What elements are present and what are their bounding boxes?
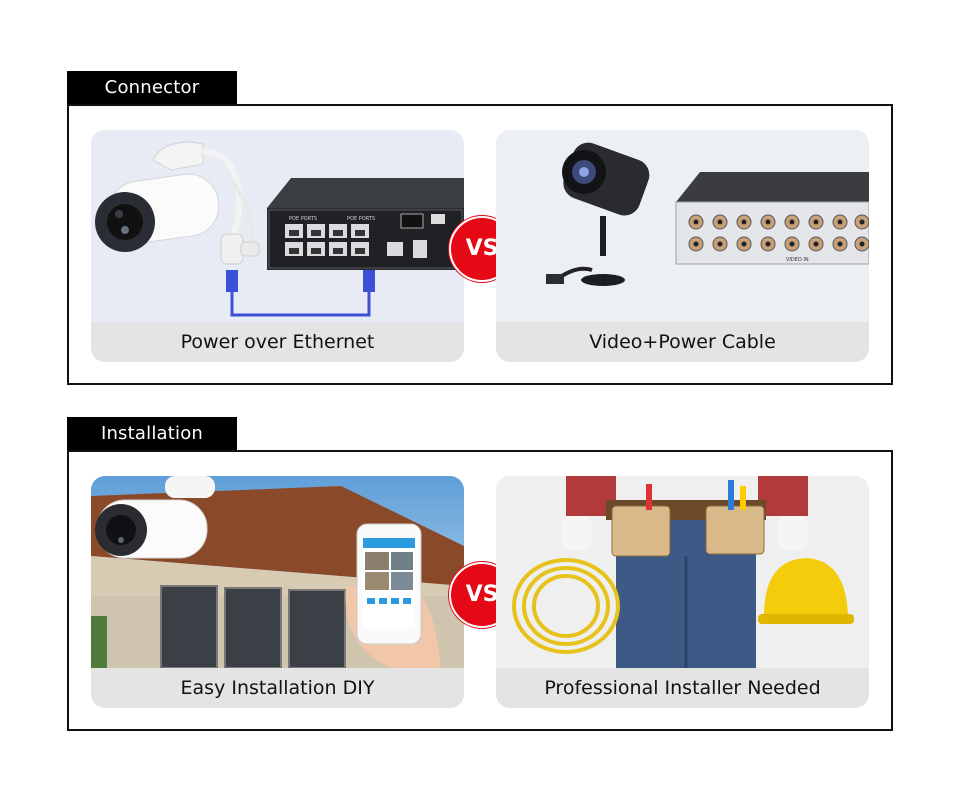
connector-box: POE PORTS POE PORTS [67, 104, 893, 385]
tool-belt-icon [606, 480, 766, 557]
smartphone-app-icon [345, 523, 441, 668]
hard-hat-icon [758, 558, 854, 624]
bullet-camera-icon [95, 141, 220, 252]
poe-illustration: POE PORTS POE PORTS [91, 130, 464, 322]
nvr-recorder-icon: POE PORTS POE PORTS [267, 178, 464, 270]
installation-section: Installation [67, 417, 893, 731]
dvr-recorder-icon: VIDEO IN [675, 172, 869, 265]
svg-text:POE PORTS: POE PORTS [347, 216, 375, 222]
connector-section: Connector [67, 71, 893, 385]
video-power-card: VIDEO IN Video+Power Cable [496, 130, 869, 362]
wall-camera-icon [95, 476, 215, 559]
analog-dvr-illustration: VIDEO IN [496, 130, 869, 322]
installation-box: Easy Installation DIY VS [67, 450, 893, 731]
diy-card: Easy Installation DIY [91, 476, 464, 708]
professional-caption: Professional Installer Needed [496, 668, 869, 708]
professional-card: Professional Installer Needed [496, 476, 869, 708]
section-title-connector: Connector [67, 71, 237, 104]
house-phone-illustration [91, 476, 464, 668]
analog-camera-icon [546, 142, 650, 286]
poe-caption: Power over Ethernet [91, 322, 464, 362]
svg-text:VIDEO IN: VIDEO IN [786, 257, 809, 263]
poe-card: POE PORTS POE PORTS [91, 130, 464, 362]
installer-illustration [496, 476, 869, 668]
section-title-installation: Installation [67, 417, 237, 450]
cable-coil-icon [512, 558, 620, 654]
svg-text:POE PORTS: POE PORTS [289, 216, 317, 222]
diy-caption: Easy Installation DIY [91, 668, 464, 708]
video-power-caption: Video+Power Cable [496, 322, 869, 362]
